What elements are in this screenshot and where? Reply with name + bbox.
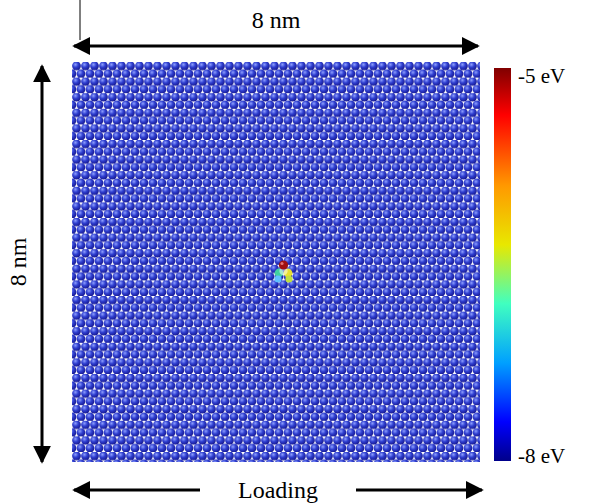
loading-arrow-left <box>74 489 200 492</box>
width-arrow <box>74 45 478 48</box>
atom-lattice <box>72 62 480 462</box>
colorbar-max-label: -5 eV <box>518 66 565 87</box>
dimension-label: 8 nm <box>6 238 30 287</box>
colorbar-min-label: -8 eV <box>518 446 565 467</box>
defect-atoms <box>274 260 292 282</box>
loading-label: Loading <box>234 478 322 502</box>
stray-line <box>80 0 81 40</box>
height-arrow <box>41 66 44 462</box>
loading-arrow-right <box>356 489 482 492</box>
color-bar <box>494 68 511 461</box>
dimension-label: 8 nm <box>252 8 301 32</box>
